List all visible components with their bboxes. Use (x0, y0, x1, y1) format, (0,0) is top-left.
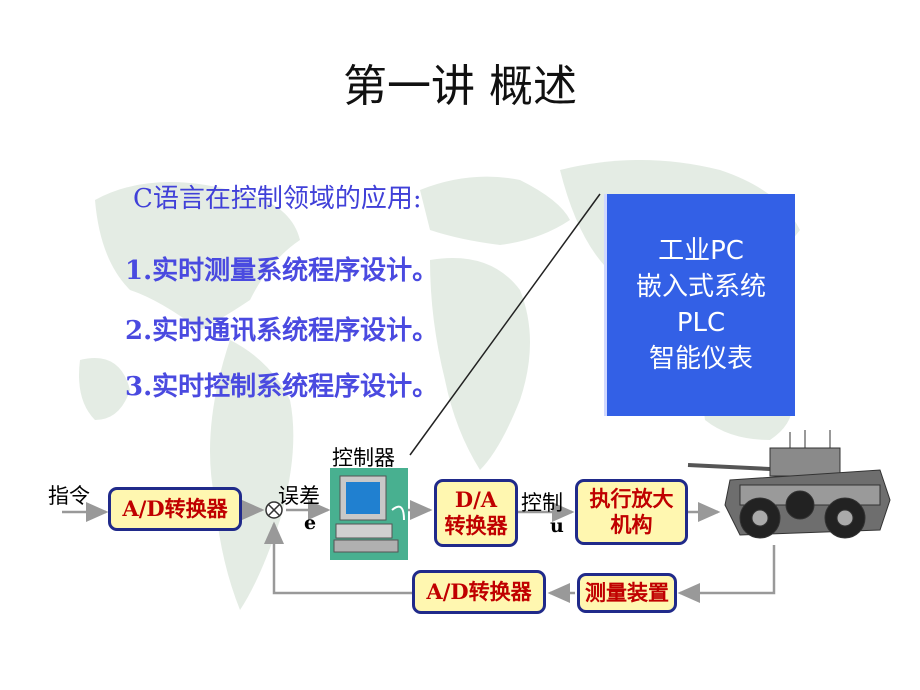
controller-label: 控制器 (332, 446, 395, 470)
error-label: 误差 (278, 484, 320, 508)
ad-converter-box: A/D转换器 (108, 487, 242, 531)
platform-item: 嵌入式系统 (635, 272, 766, 302)
summing-junction (265, 501, 283, 519)
actuator-line2: 机构 (610, 512, 653, 537)
control-symbol: u (550, 515, 564, 537)
platform-item: PLC (676, 308, 726, 338)
list-item: 2.实时通讯系统程序设计。 (125, 316, 439, 346)
platform-item: 智能仪表 (648, 344, 753, 374)
error-symbol: e (304, 512, 317, 534)
da-line2: 转换器 (444, 513, 508, 538)
da-converter-box: D/A 转换器 (434, 479, 518, 547)
platform-box: 工业PC 嵌入式系统 PLC 智能仪表 (604, 194, 795, 416)
list-item: 1.实时测量系统程序设计。 (125, 256, 439, 286)
command-label: 指令 (48, 484, 90, 508)
platform-item: 工业PC (658, 236, 744, 266)
page-title: 第一讲 概述 (343, 61, 577, 112)
da-line1: D/A (454, 487, 498, 512)
subtitle: C语言在控制领域的应用: (133, 184, 422, 214)
actuator-box: 执行放大 机构 (575, 479, 688, 545)
list-item: 3.实时控制系统程序设计。 (125, 372, 439, 402)
sensor-box: 测量装置 (577, 573, 677, 613)
control-label: 控制 (521, 491, 563, 515)
ad-converter-feedback-box: A/D转换器 (412, 570, 546, 614)
actuator-line1: 执行放大 (589, 486, 674, 511)
